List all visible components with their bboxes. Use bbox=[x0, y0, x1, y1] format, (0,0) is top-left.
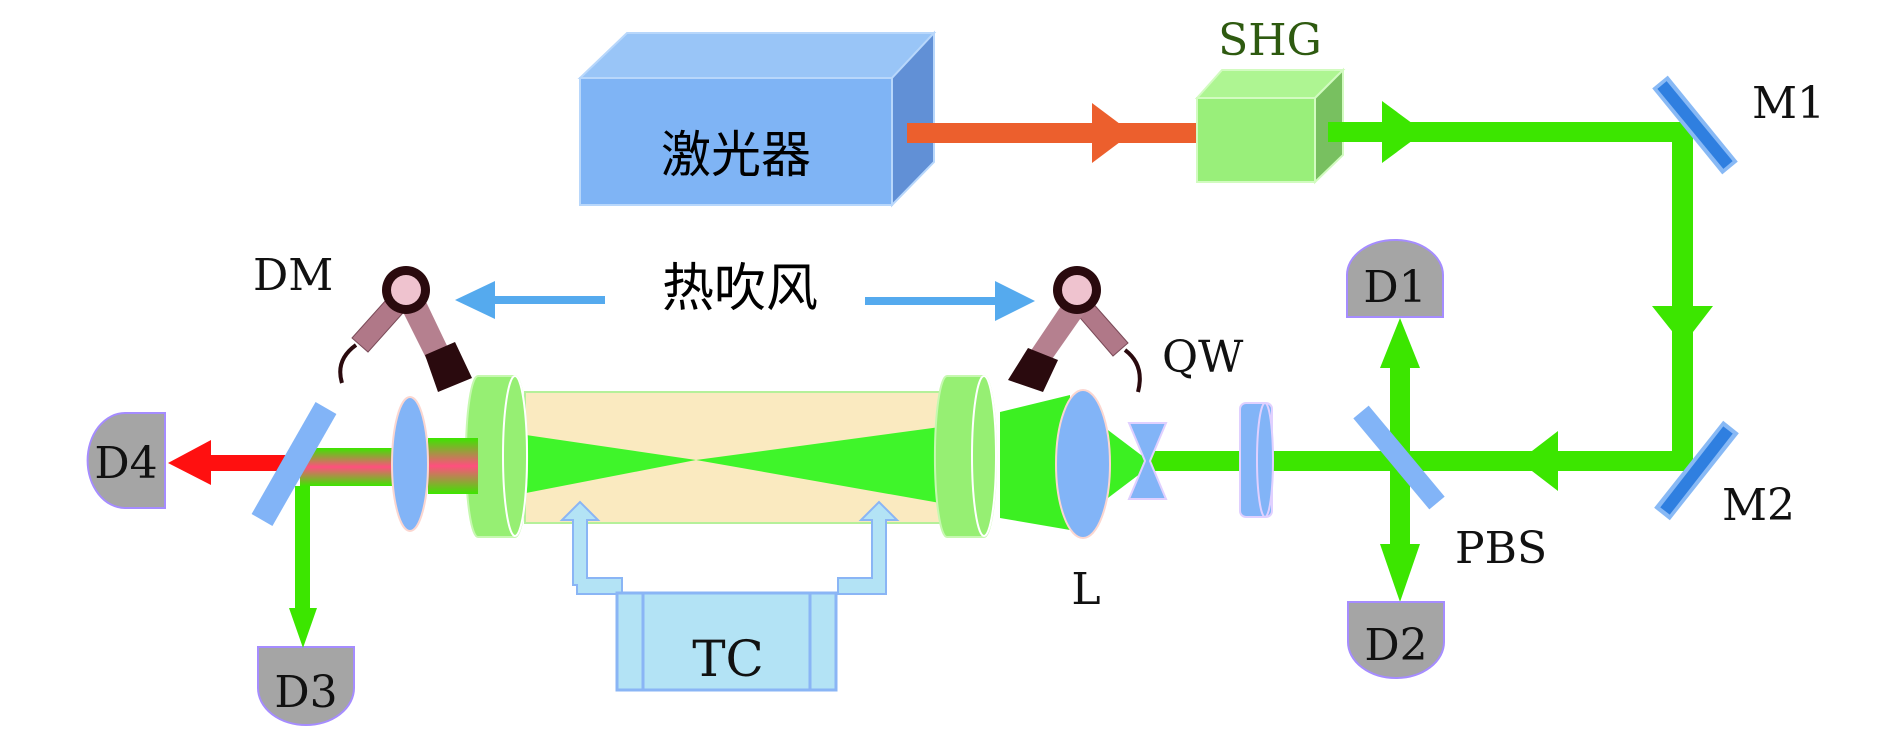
expanding-beam bbox=[1000, 395, 1153, 530]
arrow-right-icon bbox=[995, 281, 1035, 321]
laser-source: 激光器 bbox=[577, 30, 937, 208]
lens-label: L bbox=[1071, 564, 1100, 615]
shg-crystal: SHG bbox=[1194, 15, 1346, 185]
pump-beam bbox=[907, 103, 1197, 163]
polarizing-beam-splitter: PBS bbox=[1353, 405, 1547, 574]
qw-label: QW bbox=[1162, 332, 1244, 383]
concave-lens bbox=[1127, 422, 1168, 500]
green-to-d3-beam bbox=[289, 486, 317, 648]
dichroic-mirror: DM bbox=[251, 250, 337, 526]
collimating-lens bbox=[391, 396, 429, 532]
temperature-controller: TC bbox=[559, 500, 900, 692]
optical-cavity bbox=[464, 375, 998, 538]
detector-d1: D1 bbox=[1346, 239, 1444, 318]
d4-label: D4 bbox=[94, 438, 157, 489]
heat-gun-annotation: 热吹风 bbox=[455, 259, 1035, 321]
hair-dryer-left-icon bbox=[338, 266, 472, 392]
d1-label: D1 bbox=[1363, 262, 1426, 313]
tc-label: TC bbox=[692, 630, 764, 688]
cavity-mirror-right bbox=[933, 375, 998, 538]
quarter-wave-plate: QW bbox=[1162, 332, 1274, 518]
cavity-mirror-left bbox=[464, 375, 529, 538]
m2-label: M2 bbox=[1722, 480, 1795, 531]
pbs-label: PBS bbox=[1455, 523, 1547, 574]
d2-label: D2 bbox=[1364, 620, 1427, 671]
detector-d3: D3 bbox=[257, 646, 355, 726]
mixed-output-beam bbox=[300, 438, 478, 494]
hair-dryer-right-icon bbox=[1008, 266, 1142, 393]
dm-label: DM bbox=[253, 250, 333, 301]
detector-d4: D4 bbox=[86, 412, 166, 509]
lens-l: L bbox=[1055, 389, 1111, 615]
laser-label: 激光器 bbox=[661, 126, 811, 184]
shg-label: SHG bbox=[1218, 15, 1322, 66]
red-beam-to-d4 bbox=[168, 440, 290, 485]
green-beam-path bbox=[1150, 101, 1713, 602]
heat-gun-label: 热吹风 bbox=[662, 259, 818, 319]
mirror-m1: M1 bbox=[1652, 75, 1825, 175]
detector-d2: D2 bbox=[1347, 601, 1445, 679]
d3-label: D3 bbox=[274, 667, 337, 718]
m1-label: M1 bbox=[1752, 78, 1825, 129]
mirror-m2: M2 bbox=[1654, 420, 1795, 531]
arrow-left-icon bbox=[455, 281, 495, 319]
